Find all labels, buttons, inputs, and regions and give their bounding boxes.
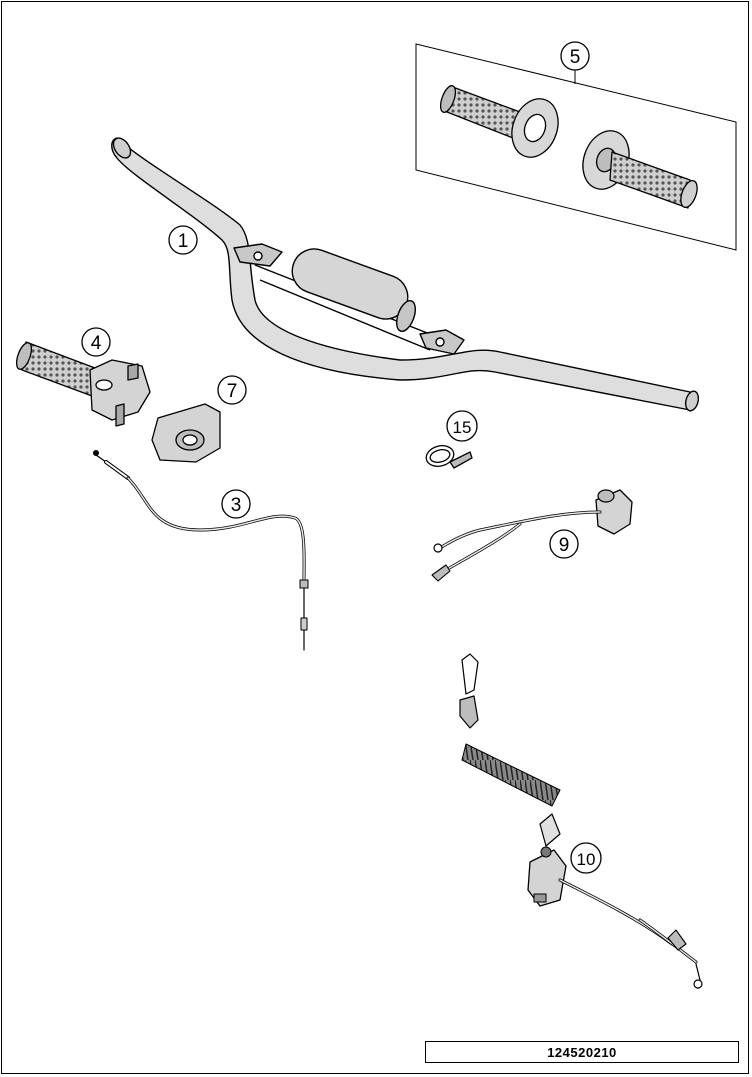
- svg-text:15: 15: [453, 418, 472, 437]
- handlebar-part[interactable]: [110, 135, 700, 412]
- callout-5: 5: [560, 41, 590, 84]
- svg-text:9: 9: [559, 535, 570, 556]
- svg-text:3: 3: [231, 495, 242, 516]
- brake-lever-assembly-part[interactable]: [459, 653, 703, 989]
- svg-text:7: 7: [227, 381, 238, 402]
- grip-set-part[interactable]: [438, 84, 701, 210]
- throttle-cable-part[interactable]: [93, 450, 309, 651]
- callout-1: 1: [168, 225, 198, 255]
- callout-7: 7: [217, 375, 247, 405]
- callout-3: 3: [221, 489, 251, 519]
- callout-4: 4: [81, 327, 111, 357]
- svg-text:5: 5: [570, 47, 581, 68]
- throttle-grip-assembly-part[interactable]: [14, 341, 151, 427]
- callout-15: 15: [446, 410, 478, 442]
- callout-9: 9: [549, 529, 579, 559]
- drawing-reference-number: 124520210: [425, 1041, 739, 1063]
- callout-10: 10: [570, 842, 602, 874]
- svg-text:10: 10: [577, 850, 596, 869]
- svg-text:1: 1: [178, 231, 189, 252]
- svg-text:4: 4: [91, 333, 102, 354]
- throttle-cover-part[interactable]: [151, 403, 221, 463]
- kill-switch-part[interactable]: [431, 489, 633, 582]
- cable-tie-part[interactable]: [424, 443, 473, 470]
- grip-set-panel: [415, 43, 737, 251]
